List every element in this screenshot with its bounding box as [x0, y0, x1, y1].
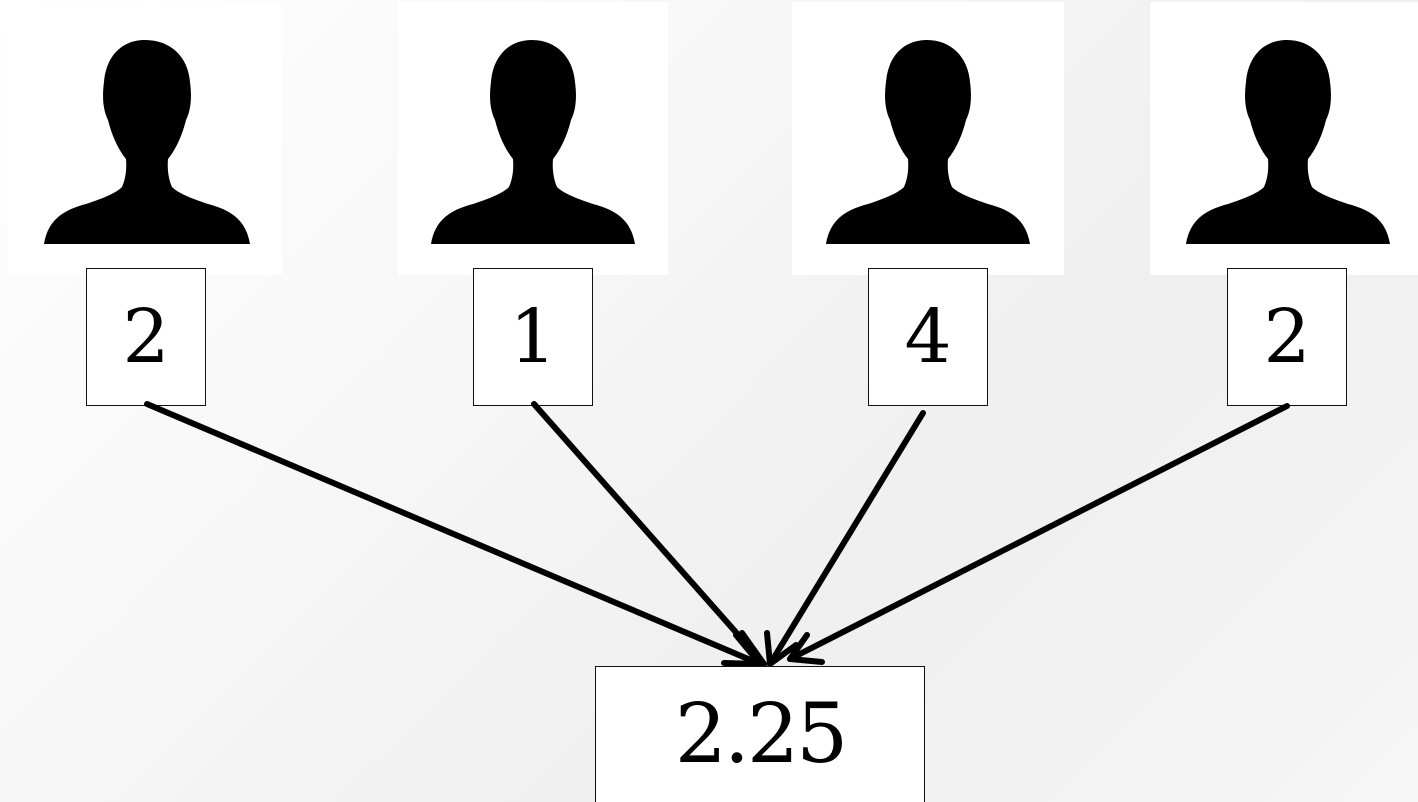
- person-card-3: [792, 2, 1064, 275]
- person-value-1: 2: [86, 268, 206, 406]
- arrow-2: [531, 401, 767, 667]
- person-value-4: 2: [1227, 268, 1347, 406]
- person-silhouette-icon: [1186, 40, 1390, 244]
- person-card-4: [1150, 2, 1418, 275]
- arrow-1: [144, 401, 763, 667]
- arrow-3: [764, 410, 926, 667]
- person-silhouette-icon: [44, 40, 250, 244]
- person-value-3: 4: [868, 268, 988, 406]
- person-card-2: [398, 2, 668, 275]
- person-silhouette-icon: [826, 40, 1030, 244]
- arrow-4: [787, 403, 1290, 665]
- person-card-1: [8, 2, 282, 275]
- person-silhouette-icon: [431, 40, 635, 244]
- person-value-2: 1: [473, 268, 593, 406]
- average-result: 2.25: [595, 666, 925, 802]
